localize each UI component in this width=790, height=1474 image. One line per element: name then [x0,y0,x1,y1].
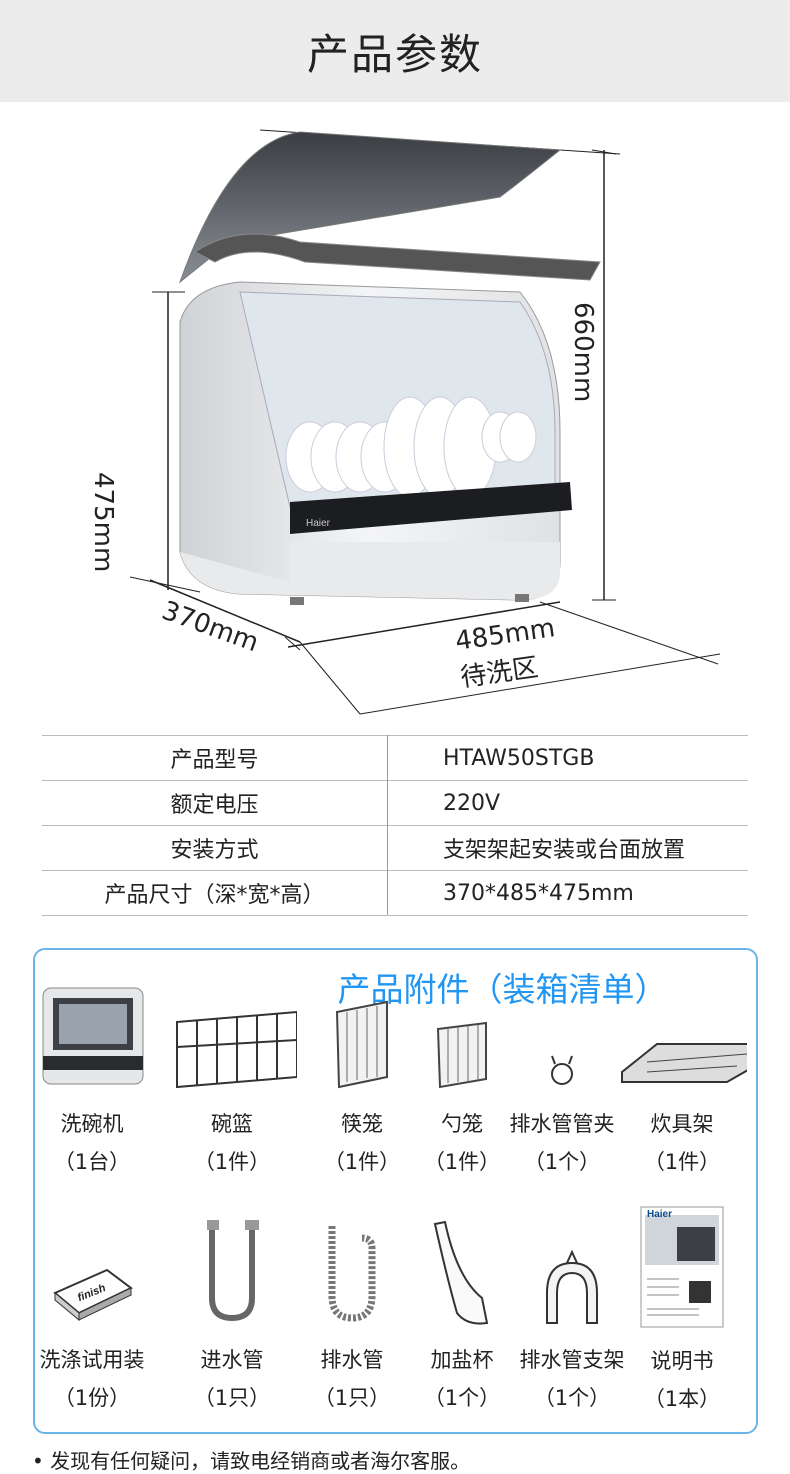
accessory-name: 进水管 [200,1348,264,1372]
accessory-item: finish 洗涤试用装 （1份） [27,1218,157,1412]
dimension-height-full: 660mm [568,302,598,403]
accessory-item: 排水管 （1只） [287,1218,417,1412]
manual-brand-logo: Haier [647,1209,672,1220]
drain-bracket-icon [546,1249,598,1324]
accessory-qty: （1只） [193,1386,271,1410]
accessory-item: 勺笼 （1件） [397,982,527,1176]
accessory-item: 洗碗机 （1台） [27,982,157,1176]
accessory-qty: （1份） [53,1386,131,1410]
accessory-qty: （1个） [533,1386,611,1410]
accessory-item: 炊具架 （1件） [617,982,747,1176]
accessory-qty: （1只） [313,1386,391,1410]
accessory-item: 筷笼 （1件） [297,982,427,1176]
accessory-qty: （1个） [423,1386,501,1410]
spec-value: HTAW50STGB [387,735,748,781]
dishwasher-icon [42,987,144,1085]
dimension-height-body: 475mm [88,472,118,573]
accessory-name: 排水管管夹 [509,1112,615,1136]
accessory-qty: （1件） [193,1150,271,1174]
accessory-qty: （1个） [523,1150,601,1174]
accessory-name: 加盐杯 [430,1348,494,1372]
spec-table: 产品型号 HTAW50STGB 额定电压 220V 安装方式 支架架起安装或台面… [42,735,748,916]
spec-label: 产品型号 [42,735,388,781]
inlet-hose-icon [207,1220,259,1322]
page-title: 产品参数 [306,29,483,79]
spec-label: 产品尺寸（深*宽*高） [42,870,388,916]
accessory-name: 炊具架 [650,1112,714,1136]
page-header: 产品参数 [0,0,790,102]
product-figure: Haier 660mm 475mm 370mm 485mm 待洗区 [0,102,790,722]
accessory-qty: （1台） [53,1150,131,1174]
accessory-item: 排水管管夹 （1个） [497,982,627,1176]
accessory-name: 说明书 [650,1349,714,1373]
accessory-item: Haier 说明书 （1本） [617,1205,747,1413]
footnote: • 发现有任何疑问，请致电经销商或者海尔客服。 [32,1449,471,1473]
accessory-name: 筷笼 [341,1112,383,1136]
accessory-item: 排水管支架 （1个） [507,1218,637,1412]
spoon-cage-icon [436,1021,487,1089]
accessory-name: 洗碗机 [60,1112,124,1136]
accessory-name: 排水管 [320,1348,384,1372]
table-row: 额定电压 220V [42,780,748,826]
accessory-qty: （1件） [423,1150,501,1174]
accessory-qty: （1件） [323,1150,401,1174]
hose-clip-icon [551,1055,573,1085]
spec-value: 支架架起安装或台面放置 [387,825,748,871]
bowl-basket-icon [176,1010,297,1089]
cookware-rack-icon [621,1043,747,1083]
accessories-title-text: 产品附件（装箱清单） [337,970,668,1009]
table-row: 产品型号 HTAW50STGB [42,735,748,781]
accessory-name: 勺笼 [441,1112,483,1136]
salt-cup-icon [433,1220,489,1325]
accessory-name: 碗篮 [211,1112,253,1136]
detergent-sample-icon: finish [53,1268,133,1322]
accessory-item: 进水管 （1只） [167,1218,297,1412]
spec-value: 370*485*475mm [387,870,748,916]
chopstick-cage-icon [335,1000,388,1089]
accessory-item: 加盐杯 （1个） [397,1218,527,1412]
table-row: 安装方式 支架架起安装或台面放置 [42,825,748,871]
manual-icon: Haier [640,1206,724,1328]
drain-hose-icon [328,1226,376,1322]
accessory-name: 洗涤试用装 [39,1348,145,1372]
accessory-item: 碗篮 （1件） [167,982,297,1176]
accessories-title: 产品附件（装箱清单） [0,963,790,1011]
table-row: 产品尺寸（深*宽*高） 370*485*475mm [42,870,748,916]
dishwasher-illustration: Haier [129,129,721,715]
spec-label: 安装方式 [42,825,388,871]
accessory-name: 排水管支架 [519,1348,625,1372]
spec-value: 220V [387,780,748,826]
accessories-panel [33,948,758,1434]
spec-label: 额定电压 [42,780,388,826]
brand-logo: Haier [306,518,331,529]
accessory-qty: （1件） [643,1150,721,1174]
accessory-qty: （1本） [643,1387,721,1411]
